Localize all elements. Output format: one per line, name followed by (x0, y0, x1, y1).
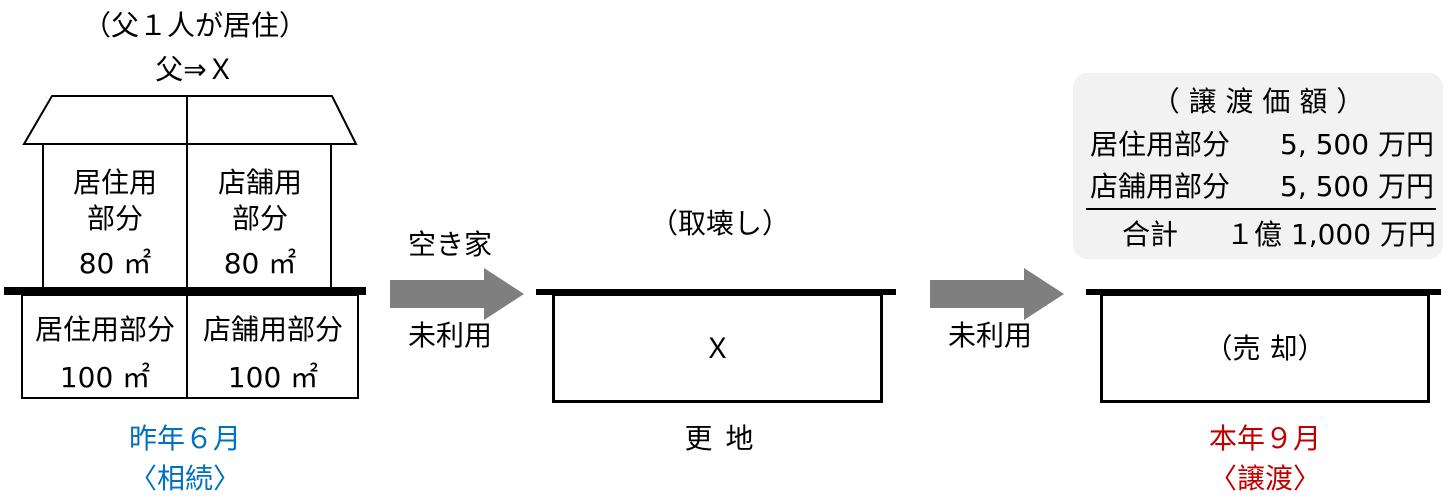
sold-land-surface-line (1086, 289, 1441, 295)
house-drawing (4, 95, 366, 399)
land-plot (552, 293, 883, 403)
sale-label: （売 却） (1204, 332, 1326, 365)
arrow1-top-label: 空き家 (407, 228, 492, 261)
transfer-note: 父⇒Ｘ (155, 53, 235, 86)
price-row-label: 居住用部分 (1090, 128, 1231, 161)
inheritance-event: 〈相続〉 (128, 462, 241, 495)
arrow1-bottom-label: 未利用 (407, 319, 492, 352)
price-row-value: 5, 500 万円 (1280, 170, 1434, 203)
upper-left-area: 80 ㎡ (78, 247, 152, 280)
price-row-value: 5, 500 万円 (1280, 128, 1434, 161)
land-surface-line (536, 289, 896, 295)
lower-right-label: 店舗用部分 (202, 313, 343, 346)
price-card-title: （ 譲 渡 価 額 ） (1151, 85, 1365, 118)
resident-note: （父１人が居住） (82, 9, 307, 42)
right-arrow-icon (390, 268, 524, 320)
land-label: Ｘ (703, 332, 732, 365)
upper-left-label: 居住用 部分 (72, 166, 157, 236)
arrow2-label: 未利用 (947, 319, 1032, 352)
roof (22, 95, 358, 145)
sold-land-plot (1100, 293, 1430, 403)
lower-left-area: 100 ㎡ (59, 361, 151, 394)
lower-right-area: 100 ㎡ (227, 361, 319, 394)
transfer-date: 本年９月 (1208, 422, 1321, 455)
demolition-note: （取壊し） (649, 207, 790, 240)
lower-floor (21, 294, 359, 399)
upper-right-label: 店舗用 部分 (217, 166, 302, 236)
total-value: １億 1,000 万円 (1226, 218, 1436, 251)
vacant-land-label: 更 地 (684, 422, 756, 455)
lower-left-label: 居住用部分 (34, 313, 175, 346)
transfer-event: 〈譲渡〉 (1208, 462, 1321, 495)
floor-slab (4, 287, 366, 295)
upper-right-area: 80 ㎡ (223, 247, 297, 280)
total-label: 合計 (1122, 218, 1179, 251)
inheritance-date: 昨年６月 (128, 422, 241, 455)
price-card (1073, 73, 1443, 259)
right-arrow-icon (930, 268, 1064, 320)
total-divider (1086, 208, 1436, 210)
price-row-label: 店舗用部分 (1090, 170, 1231, 203)
